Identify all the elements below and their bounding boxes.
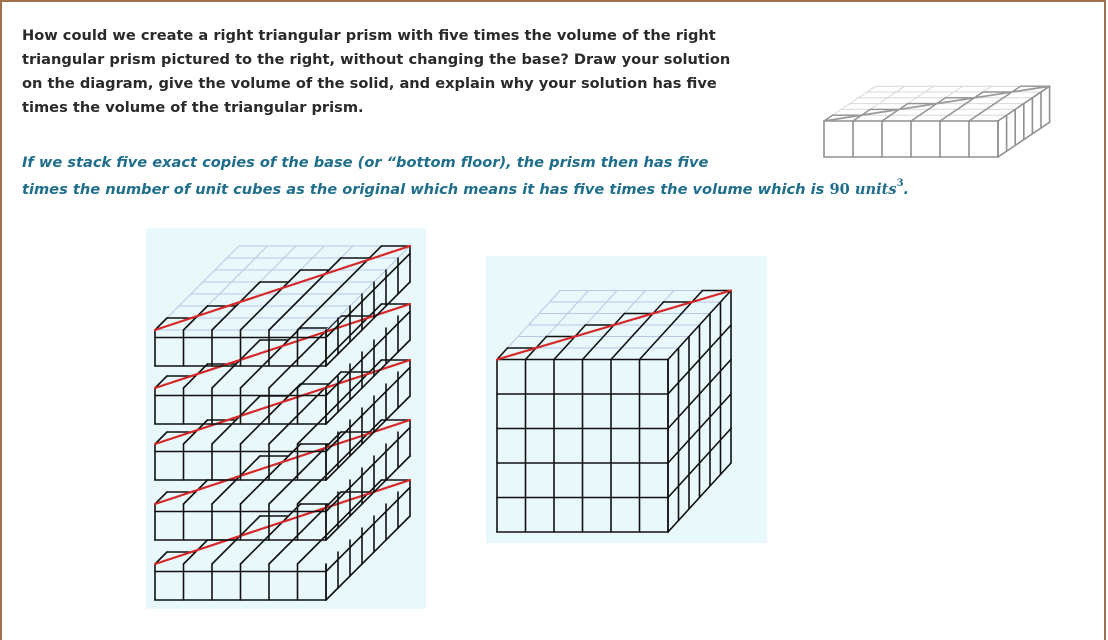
hypotenuse-edge [153,244,412,332]
cube-edge [268,257,342,331]
side-edge [997,85,1051,122]
stacked-layers-diagram [146,228,426,609]
cube-edge [182,479,209,505]
cube-edge [211,395,261,445]
cube-edge [268,315,342,389]
hypotenuse-edge [153,358,412,446]
side-edge [667,462,732,533]
side-edge [667,427,732,499]
cube-edge [182,363,209,389]
cube-edge [211,281,261,331]
cube-edge [581,312,626,361]
cube-edge [182,539,209,565]
hypotenuse-edge [153,418,412,506]
top-grid-line [325,245,411,331]
side-edge [325,395,411,481]
cube-edge [239,269,302,331]
side-edge [325,310,411,397]
cube-edge [154,491,168,505]
cube-edge [154,551,168,565]
hypotenuse-edge [495,289,733,361]
side-edge [667,393,732,464]
side-edge [667,289,732,361]
cube-edge [268,431,342,505]
side-edge [667,324,732,395]
cube-edge [910,97,947,122]
question-line: on the diagram, give the volume of the s… [22,75,717,92]
cube-edge [154,375,168,389]
cube-edge [610,301,665,361]
hypotenuse-edge [823,85,1051,122]
cube-edge [881,102,909,122]
volume-exponent: 3 [896,178,904,189]
cube-edge [211,339,261,389]
side-edge [325,455,411,541]
cube-edge [239,443,302,505]
question-line: triangular prism pictured to the right, … [22,51,731,68]
cube-edge [268,371,342,445]
volume-number: 90 [829,180,850,198]
question-line: How could we create a right triangular p… [22,27,716,44]
answer-line-1: If we stack five exact copies of the bas… [22,154,709,171]
cube-edge [154,317,168,331]
right-panel-background [486,256,767,543]
cube-edge [496,347,509,361]
side-edge [325,515,411,601]
side-edge [325,252,411,339]
original-prism-diagram [823,85,1051,158]
cube-edge [239,503,302,565]
combined-prism-diagram [486,256,767,543]
hypotenuse-edge [153,478,412,566]
cube-edge [239,383,302,445]
cube-edge [154,431,168,445]
side-edge [667,358,732,430]
cube-edge [182,305,209,331]
side-edge [325,339,411,425]
answer-line-2: times the number of unit cubes as the or… [22,174,1102,201]
side-edge [325,486,411,573]
side-edge [325,426,411,513]
hypotenuse-edge [153,302,412,390]
volume-expression: 90 units3 [829,178,904,198]
cube-edge [553,324,587,361]
answer-line-2-text: times the number of unit cubes as the or… [22,180,825,198]
question-line: times the volume of the triangular prism… [22,99,364,116]
answer-period: . [903,180,910,198]
left-panel-background [146,228,426,609]
top-grid-line [154,245,240,331]
side-edge [325,281,411,367]
side-edge [997,121,1051,158]
question-text: How could we create a right triangular p… [22,24,792,120]
volume-unit: units [854,180,897,198]
answer-text: If we stack five exact copies of the bas… [22,151,1102,201]
cube-edge [268,491,342,565]
side-edge [325,366,411,453]
